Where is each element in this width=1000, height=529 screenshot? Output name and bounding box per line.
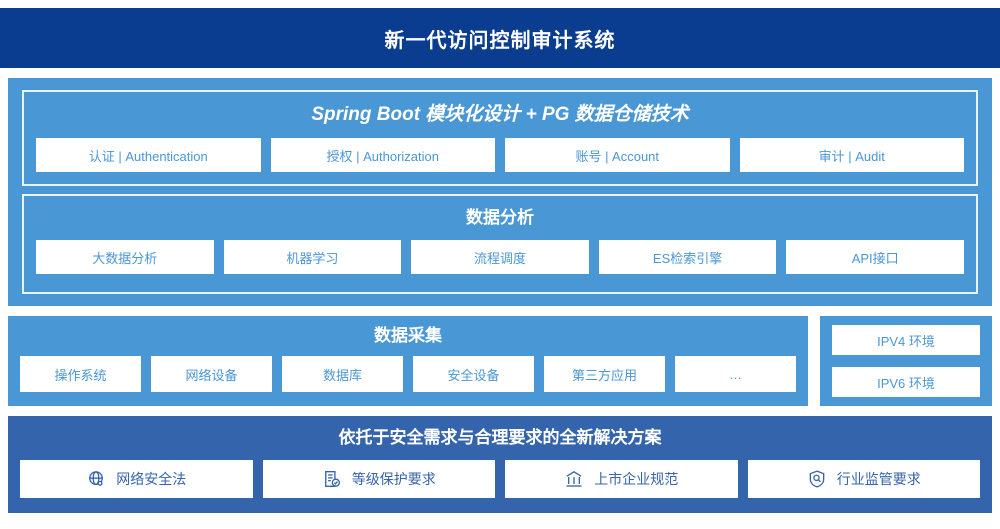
compliance-item-cybersecurity-law[interactable]: 网络安全法	[20, 460, 253, 498]
analysis-item-api[interactable]: API接口	[786, 240, 964, 274]
bank-icon	[564, 469, 584, 489]
module-item-audit[interactable]: 审计 | Audit	[739, 138, 964, 172]
compliance-item-label: 行业监管要求	[836, 471, 921, 487]
module-item-authorization[interactable]: 授权 | Authorization	[270, 138, 495, 172]
document-check-icon	[322, 469, 342, 489]
compliance-chip-row: 网络安全法 等级保护要求	[20, 460, 980, 498]
collection-item-database[interactable]: 数据库	[282, 356, 403, 392]
platform-panel: Spring Boot 模块化设计 + PG 数据仓储技术 认证 | Authe…	[8, 78, 992, 306]
modules-heading: Spring Boot 模块化设计 + PG 数据仓储技术	[311, 104, 689, 125]
collection-item-security-device[interactable]: 安全设备	[413, 356, 534, 392]
analysis-panel: 数据分析 大数据分析 机器学习 流程调度 ES检索引擎 API接口	[22, 194, 978, 294]
collection-panel: 数据采集 操作系统 网络设备 数据库 安全设备 第三方应用 …	[8, 316, 808, 406]
collection-chip-row: 操作系统 网络设备 数据库 安全设备 第三方应用 …	[20, 356, 796, 392]
compliance-item-label: 等级保护要求	[351, 471, 436, 487]
modules-panel: Spring Boot 模块化设计 + PG 数据仓储技术 认证 | Authe…	[22, 90, 978, 186]
analysis-item-es-search[interactable]: ES检索引擎	[598, 240, 777, 274]
title-bar: 新一代访问控制审计系统	[0, 8, 1000, 68]
compliance-heading: 依托于安全需求与合理要求的全新解决方案	[338, 428, 662, 447]
collection-heading: 数据采集	[374, 326, 442, 345]
globe-icon	[86, 469, 106, 489]
collection-item-more[interactable]: …	[675, 356, 796, 392]
environment-item-ipv4[interactable]: IPV4 环境	[832, 325, 980, 355]
collection-item-os[interactable]: 操作系统	[20, 356, 141, 392]
analysis-item-bigdata[interactable]: 大数据分析	[36, 240, 214, 274]
collection-item-third-party-app[interactable]: 第三方应用	[544, 356, 665, 392]
module-item-authentication[interactable]: 认证 | Authentication	[36, 138, 261, 172]
analysis-item-process-scheduling[interactable]: 流程调度	[411, 240, 589, 274]
compliance-item-industry-regulation[interactable]: 行业监管要求	[747, 460, 980, 498]
compliance-item-listed-company-standard[interactable]: 上市企业规范	[505, 460, 738, 498]
shield-search-icon	[807, 469, 827, 489]
compliance-item-label: 上市企业规范	[594, 471, 679, 487]
module-item-account[interactable]: 账号 | Account	[505, 138, 730, 172]
modules-chip-row: 认证 | Authentication 授权 | Authorization 账…	[36, 138, 964, 172]
page-title: 新一代访问控制审计系统	[384, 29, 616, 52]
compliance-item-classified-protection[interactable]: 等级保护要求	[262, 460, 495, 498]
environment-panel: IPV4 环境 IPV6 环境	[820, 316, 992, 406]
analysis-chip-row: 大数据分析 机器学习 流程调度 ES检索引擎 API接口	[36, 240, 964, 274]
collection-item-network-device[interactable]: 网络设备	[151, 356, 272, 392]
analysis-heading: 数据分析	[466, 208, 534, 227]
analysis-item-machine-learning[interactable]: 机器学习	[223, 240, 402, 274]
compliance-item-label: 网络安全法	[116, 471, 187, 487]
environment-item-ipv6[interactable]: IPV6 环境	[832, 367, 980, 397]
compliance-panel: 依托于安全需求与合理要求的全新解决方案 网络安全法	[8, 416, 992, 513]
